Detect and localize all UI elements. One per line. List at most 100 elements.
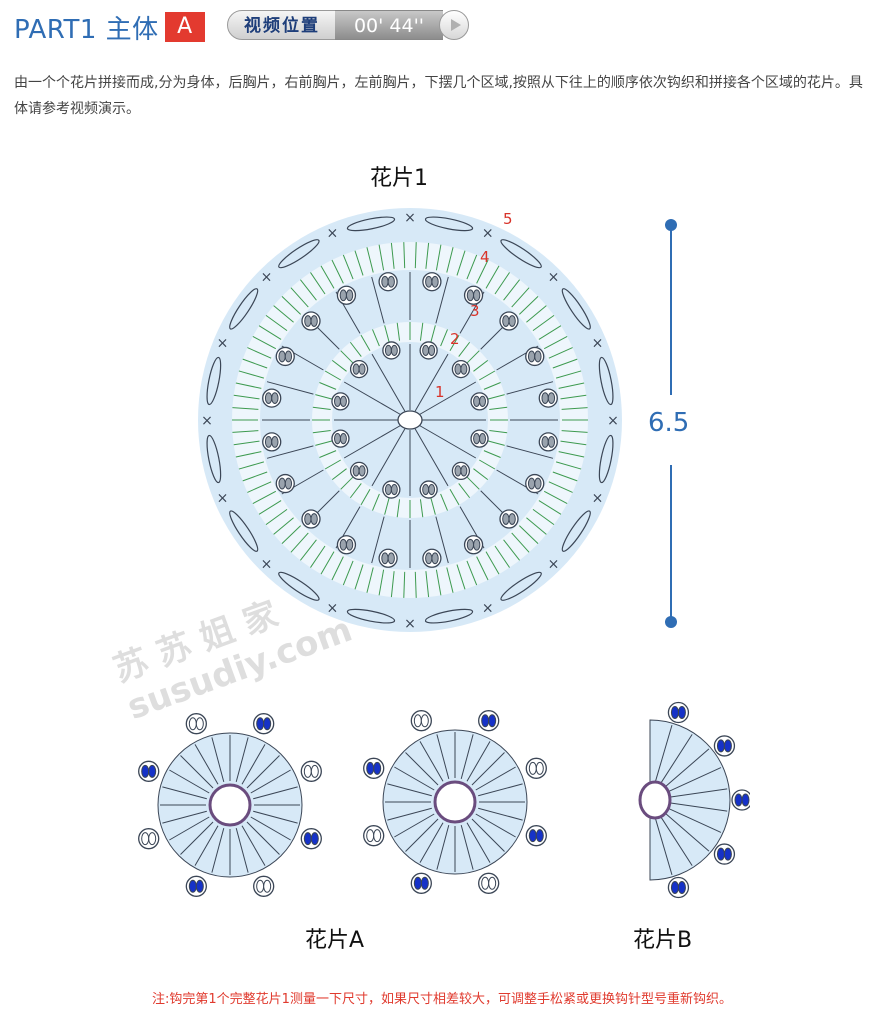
chain-loop — [500, 571, 542, 601]
chain-loop — [206, 356, 222, 406]
bobble — [300, 760, 322, 782]
double-crochet-stitch — [194, 744, 219, 785]
bobble-inner — [382, 480, 401, 499]
bobble-outer — [336, 535, 357, 555]
double-crochet-stitch — [315, 440, 333, 446]
bobble — [253, 875, 275, 897]
center-spoke — [371, 353, 406, 412]
double-crochet-stitch — [558, 451, 585, 458]
double-crochet-stitch — [360, 334, 371, 351]
double-crochet-stitch — [518, 525, 539, 545]
bobble-outer — [378, 272, 398, 292]
single-crochet-mark: × — [326, 601, 338, 617]
double-crochet-stitch — [458, 341, 471, 357]
double-crochet-stitch — [211, 737, 225, 782]
bobble-outer — [422, 548, 442, 568]
bobble — [731, 789, 750, 811]
double-crochet-stitch — [664, 812, 710, 852]
round-marker: 5 — [503, 210, 513, 228]
single-crochet-mark: × — [201, 413, 213, 429]
single-crochet-mark: × — [261, 557, 273, 573]
motifB-diagram — [638, 701, 750, 899]
double-crochet-stitch — [360, 489, 371, 506]
double-crochet-stitch — [473, 359, 489, 372]
double-crochet-stitch — [435, 244, 442, 271]
double-crochet-stitch — [241, 744, 266, 785]
double-crochet-stitch — [235, 737, 249, 782]
double-crochet-stitch — [552, 358, 578, 369]
single-crochet-mark: × — [217, 491, 229, 507]
double-crochet-stitch — [419, 741, 444, 782]
bobble — [300, 828, 322, 850]
double-crochet-stitch — [479, 370, 496, 381]
double-crochet-stitch — [354, 250, 364, 276]
double-crochet-stitch — [560, 440, 587, 446]
bobble-outer — [463, 535, 484, 555]
bobble — [410, 872, 432, 894]
double-crochet-stitch — [511, 532, 530, 553]
double-crochet-stitch — [489, 406, 508, 411]
double-crochet-stitch — [342, 560, 354, 586]
bobble — [478, 872, 500, 894]
double-crochet-stitch — [342, 254, 354, 280]
video-timestamp: 00' 44'' — [335, 10, 443, 40]
double-crochet-stitch — [479, 459, 496, 470]
bobble-outer — [262, 432, 282, 452]
double-crochet-stitch — [476, 259, 489, 284]
single-crochet-mark: × — [261, 269, 273, 285]
double-crochet-stitch — [449, 489, 460, 506]
double-crochet-stitch — [430, 325, 436, 343]
bobble-outer — [336, 285, 357, 305]
double-crochet-stitch — [324, 370, 341, 381]
double-crochet-stitch — [526, 305, 547, 323]
double-crochet-stitch — [458, 483, 471, 499]
motifB-label: 花片B — [633, 928, 693, 953]
single-crochet-mark: × — [592, 491, 604, 507]
double-crochet-stitch — [475, 766, 516, 791]
double-crochet-stitch — [252, 490, 277, 505]
double-crochet-stitch — [250, 816, 291, 841]
bobble-outer — [378, 548, 398, 568]
bobble — [667, 701, 690, 724]
play-icon[interactable] — [439, 10, 469, 40]
double-crochet-stitch — [558, 382, 585, 389]
motifA-diagram — [138, 713, 322, 897]
double-crochet-stitch — [446, 567, 454, 593]
double-crochet-stitch — [460, 825, 474, 870]
single-crochet-mark: × — [404, 616, 416, 632]
double-crochet-stitch — [396, 499, 401, 518]
bobble-outer — [262, 388, 282, 408]
double-crochet-stitch — [655, 819, 673, 875]
double-crochet-stitch — [405, 818, 439, 852]
double-crochet-stitch — [466, 822, 491, 863]
bobble — [410, 710, 432, 732]
double-crochet-stitch — [667, 767, 722, 793]
chain-loop — [424, 216, 474, 232]
double-crochet-stitch — [532, 314, 555, 332]
part-badge: A — [164, 12, 205, 42]
motif1-label: 花片1 — [370, 166, 428, 191]
double-crochet-stitch — [246, 755, 280, 789]
spoke-stitch — [435, 276, 449, 324]
bobble-inner — [349, 359, 369, 379]
double-crochet-stitch — [238, 461, 265, 470]
double-crochet-stitch — [466, 350, 480, 364]
double-crochet-stitch — [372, 329, 380, 347]
double-crochet-stitch — [466, 476, 480, 490]
video-position-widget[interactable]: 视频位置 00' 44'' — [227, 10, 469, 40]
double-crochet-stitch — [331, 259, 344, 284]
double-crochet-stitch — [349, 483, 362, 499]
bobble — [253, 713, 275, 735]
bobble — [185, 875, 207, 897]
center-ring — [433, 780, 477, 824]
double-crochet-stitch — [319, 382, 337, 390]
double-crochet-stitch — [478, 783, 523, 797]
double-crochet-stitch — [300, 539, 317, 561]
double-crochet-stitch — [390, 571, 395, 598]
single-crochet-mark: × — [592, 335, 604, 351]
double-crochet-stitch — [258, 325, 282, 340]
double-crochet-stitch — [425, 571, 430, 598]
double-crochet-stitch — [390, 242, 395, 269]
motif-body — [649, 719, 731, 881]
double-crochet-stitch — [235, 451, 262, 458]
